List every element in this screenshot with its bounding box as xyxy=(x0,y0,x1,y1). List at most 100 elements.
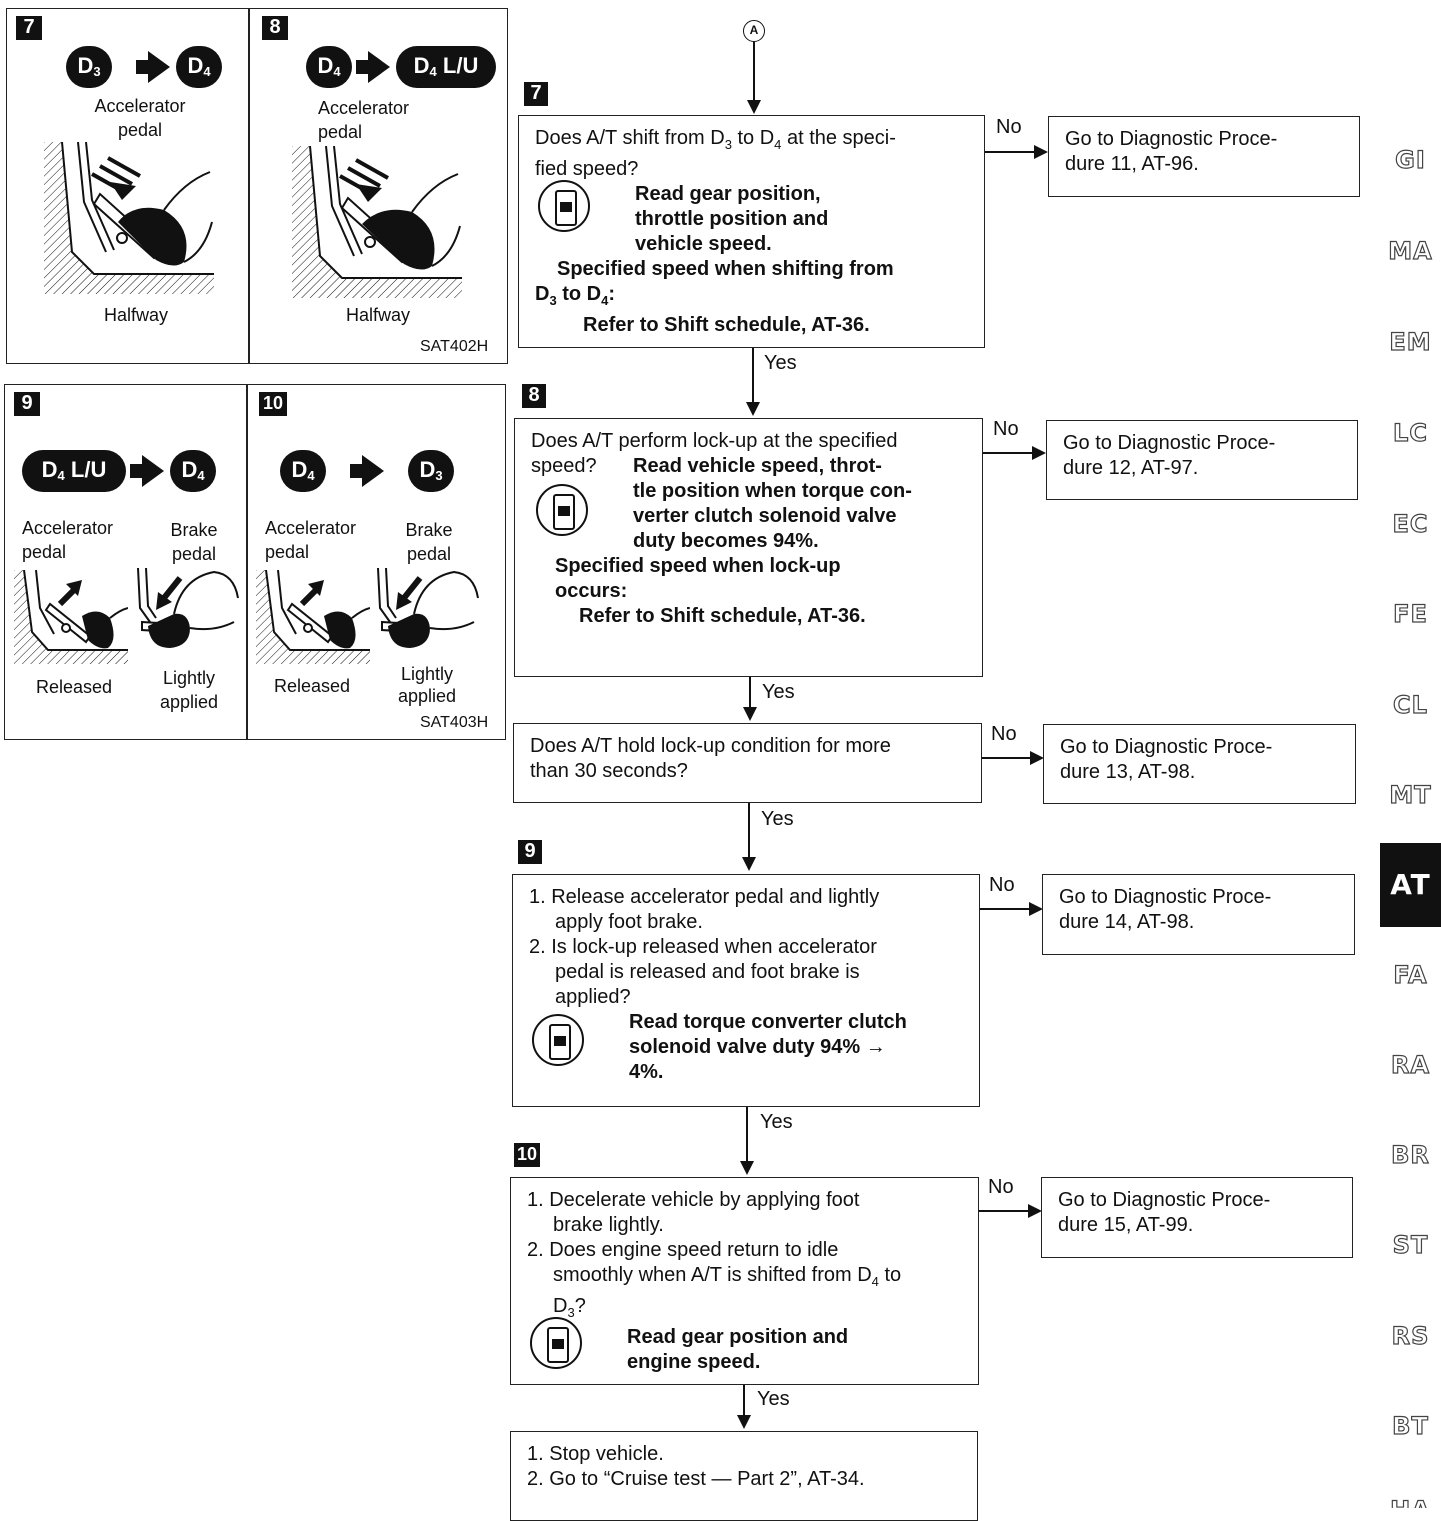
side-tab-at[interactable]: AT xyxy=(1380,843,1441,927)
line: Specified speed when lock-up xyxy=(555,555,841,577)
text: D xyxy=(553,1295,568,1317)
line: D3? xyxy=(527,1294,962,1325)
shift-arrow-icon xyxy=(356,51,390,83)
spec-text: Refer to Shift schedule, AT-36. xyxy=(579,605,866,627)
gear-sub: 4 xyxy=(333,64,341,79)
yes-label: Yes xyxy=(761,808,794,830)
gear-label: D xyxy=(317,53,334,78)
gear-sub: 4 xyxy=(57,468,65,483)
side-tab-cl[interactable]: CL xyxy=(1392,690,1428,719)
gear-d4-badge: D4 xyxy=(280,450,326,492)
flow-arrow-icon xyxy=(1032,446,1046,460)
question-line: than 30 seconds? xyxy=(530,760,688,782)
line: 4%. xyxy=(629,1061,664,1083)
illustration-number-9: 9 xyxy=(14,392,40,416)
gear-label: D xyxy=(77,53,94,78)
line: Specified speed when shifting from xyxy=(557,258,894,280)
gear-sub: 3 xyxy=(93,64,101,79)
yes-label: Yes xyxy=(764,352,797,374)
accelerator-state-label: Released xyxy=(36,677,113,697)
line: Read gear position, xyxy=(635,183,821,205)
panel-divider xyxy=(248,9,250,363)
side-tab-st[interactable]: ST xyxy=(1392,1230,1429,1259)
side-tab-fe[interactable]: FE xyxy=(1392,599,1428,628)
line: dure 13, AT-98. xyxy=(1060,761,1196,783)
no-label: No xyxy=(988,1176,1014,1198)
gear-sub: 4 xyxy=(429,64,437,79)
line: 2. Go to “Cruise test — Part 2”, AT-34. xyxy=(527,1468,865,1490)
illustration-number-10: 10 xyxy=(259,392,287,416)
step-number-10: 10 xyxy=(514,1143,540,1167)
gear-d4-badge: D4 xyxy=(170,450,216,492)
text: at the speci- xyxy=(781,127,896,149)
gear-label: D xyxy=(181,457,198,482)
step-7-no-box: Go to Diagnostic Proce- dure 11, AT-96. xyxy=(1048,116,1360,197)
gear-sub: 3 xyxy=(435,468,443,483)
gear-suffix: L/U xyxy=(70,457,107,482)
line: dure 11, AT-96. xyxy=(1065,153,1199,175)
side-tab-rs[interactable]: RS xyxy=(1391,1321,1430,1350)
line: dure 12, AT-97. xyxy=(1063,457,1199,479)
side-tab-ra[interactable]: RA xyxy=(1390,1050,1431,1079)
accelerator-state-label: Released xyxy=(274,676,351,696)
side-tab-gi[interactable]: GI xyxy=(1395,145,1426,174)
side-tab-em[interactable]: EM xyxy=(1389,327,1432,356)
sub: 4 xyxy=(871,1274,879,1289)
side-tab-ha[interactable]: HA xyxy=(1380,1496,1441,1508)
accelerator-pedal-illustration xyxy=(44,142,214,294)
no-label: No xyxy=(991,723,1017,745)
flow-arrow-icon xyxy=(740,1161,754,1175)
line: 2. Is lock-up released when accelerator xyxy=(529,936,877,958)
side-tab-bt[interactable]: BT xyxy=(1392,1411,1429,1440)
gear-sub: 4 xyxy=(203,64,211,79)
side-tab-ec[interactable]: EC xyxy=(1392,509,1429,538)
gear-d4-lu-badge: D4 L/U xyxy=(396,46,496,88)
accelerator-pedal-illustration xyxy=(292,146,462,298)
flow-line xyxy=(749,677,751,709)
text: Does A/T shift from D xyxy=(535,127,725,149)
side-tab-ma[interactable]: MA xyxy=(1388,236,1433,265)
flow-line xyxy=(746,1107,748,1163)
side-tab-fa[interactable]: FA xyxy=(1393,960,1428,989)
gear-label: D xyxy=(291,457,308,482)
step-number-9: 9 xyxy=(518,840,542,864)
step-number-8: 8 xyxy=(522,384,546,408)
label-line-1: Accelerator xyxy=(318,98,410,118)
side-tab-br[interactable]: BR xyxy=(1391,1140,1430,1169)
flow-arrow-icon xyxy=(1029,902,1043,916)
accelerator-pedal-illustration xyxy=(256,570,370,664)
line: dure 14, AT-98. xyxy=(1059,911,1195,933)
side-tab-mt[interactable]: MT xyxy=(1389,780,1432,809)
sub: 4 xyxy=(774,137,782,152)
flow-arrow-icon xyxy=(1034,145,1048,159)
illustration-number-7: 7 xyxy=(16,16,42,40)
label-line-2: applied xyxy=(397,686,457,706)
sub: 3 xyxy=(724,137,732,152)
side-tab-lc[interactable]: LC xyxy=(1392,418,1428,447)
step-8-question-box: Does A/T perform lock-up at the specifie… xyxy=(514,418,983,677)
line: occurs: xyxy=(555,580,628,602)
question-line: fied speed? xyxy=(535,158,639,180)
question-line: speed? xyxy=(531,455,597,477)
consult-tool-icon xyxy=(532,1014,584,1066)
consult-tool-icon xyxy=(536,484,588,536)
label-line-1: Brake xyxy=(405,520,453,540)
flow-line xyxy=(743,1385,745,1417)
accelerator-pedal-illustration xyxy=(14,570,128,664)
flow-line xyxy=(752,348,754,404)
text: smoothly when A/T is shifted from D xyxy=(553,1264,872,1286)
line: throttle position and xyxy=(635,208,829,230)
sub: 4 xyxy=(601,293,609,308)
line: engine speed. xyxy=(627,1351,761,1373)
text: : xyxy=(608,283,616,305)
illustration-panel-bottom xyxy=(4,384,506,740)
flow-arrow-icon xyxy=(747,100,761,114)
line: Go to Diagnostic Proce- xyxy=(1060,736,1273,758)
text: to D xyxy=(731,127,775,149)
